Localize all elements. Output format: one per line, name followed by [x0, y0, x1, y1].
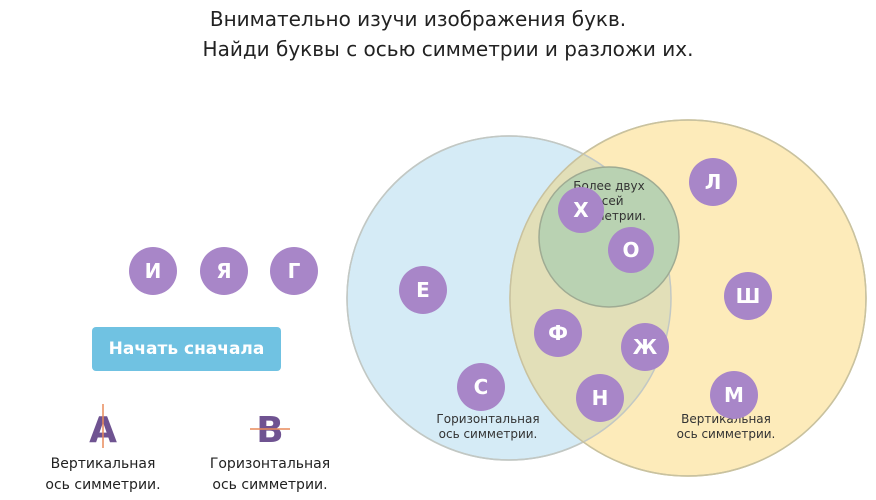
letter-chip-o[interactable]: О: [608, 227, 654, 273]
letter-chip-l[interactable]: Л: [689, 158, 737, 206]
letter-chip-f[interactable]: Ф: [534, 309, 582, 357]
letter-chip-e[interactable]: Е: [399, 266, 447, 314]
pool-letter-i[interactable]: И: [129, 247, 177, 295]
letter-chip-h[interactable]: Х: [558, 187, 604, 233]
svg-text:В: В: [256, 410, 283, 450]
horizontal-zone-outline: [346, 135, 672, 461]
vertical-zone-outline: [509, 119, 867, 477]
letter-chip-m[interactable]: М: [710, 371, 758, 419]
letter-chip-zh[interactable]: Ж: [621, 323, 669, 371]
letter-chip-sh[interactable]: Ш: [724, 272, 772, 320]
letter-chip-s[interactable]: С: [457, 363, 505, 411]
instruction-line-2: Найди буквы с осью симметрии и разложи и…: [202, 37, 694, 61]
pool-letter-ya[interactable]: Я: [200, 247, 248, 295]
reset-button[interactable]: Начать сначала: [92, 327, 281, 371]
letter-chip-n[interactable]: Н: [576, 374, 624, 422]
vertical-axis-example-icon: А: [89, 404, 117, 450]
pool-letter-g[interactable]: Г: [270, 247, 318, 295]
instruction-line-1: Внимательно изучи изображения букв.: [209, 7, 627, 31]
horizontal-axis-example-icon: В: [250, 410, 290, 450]
